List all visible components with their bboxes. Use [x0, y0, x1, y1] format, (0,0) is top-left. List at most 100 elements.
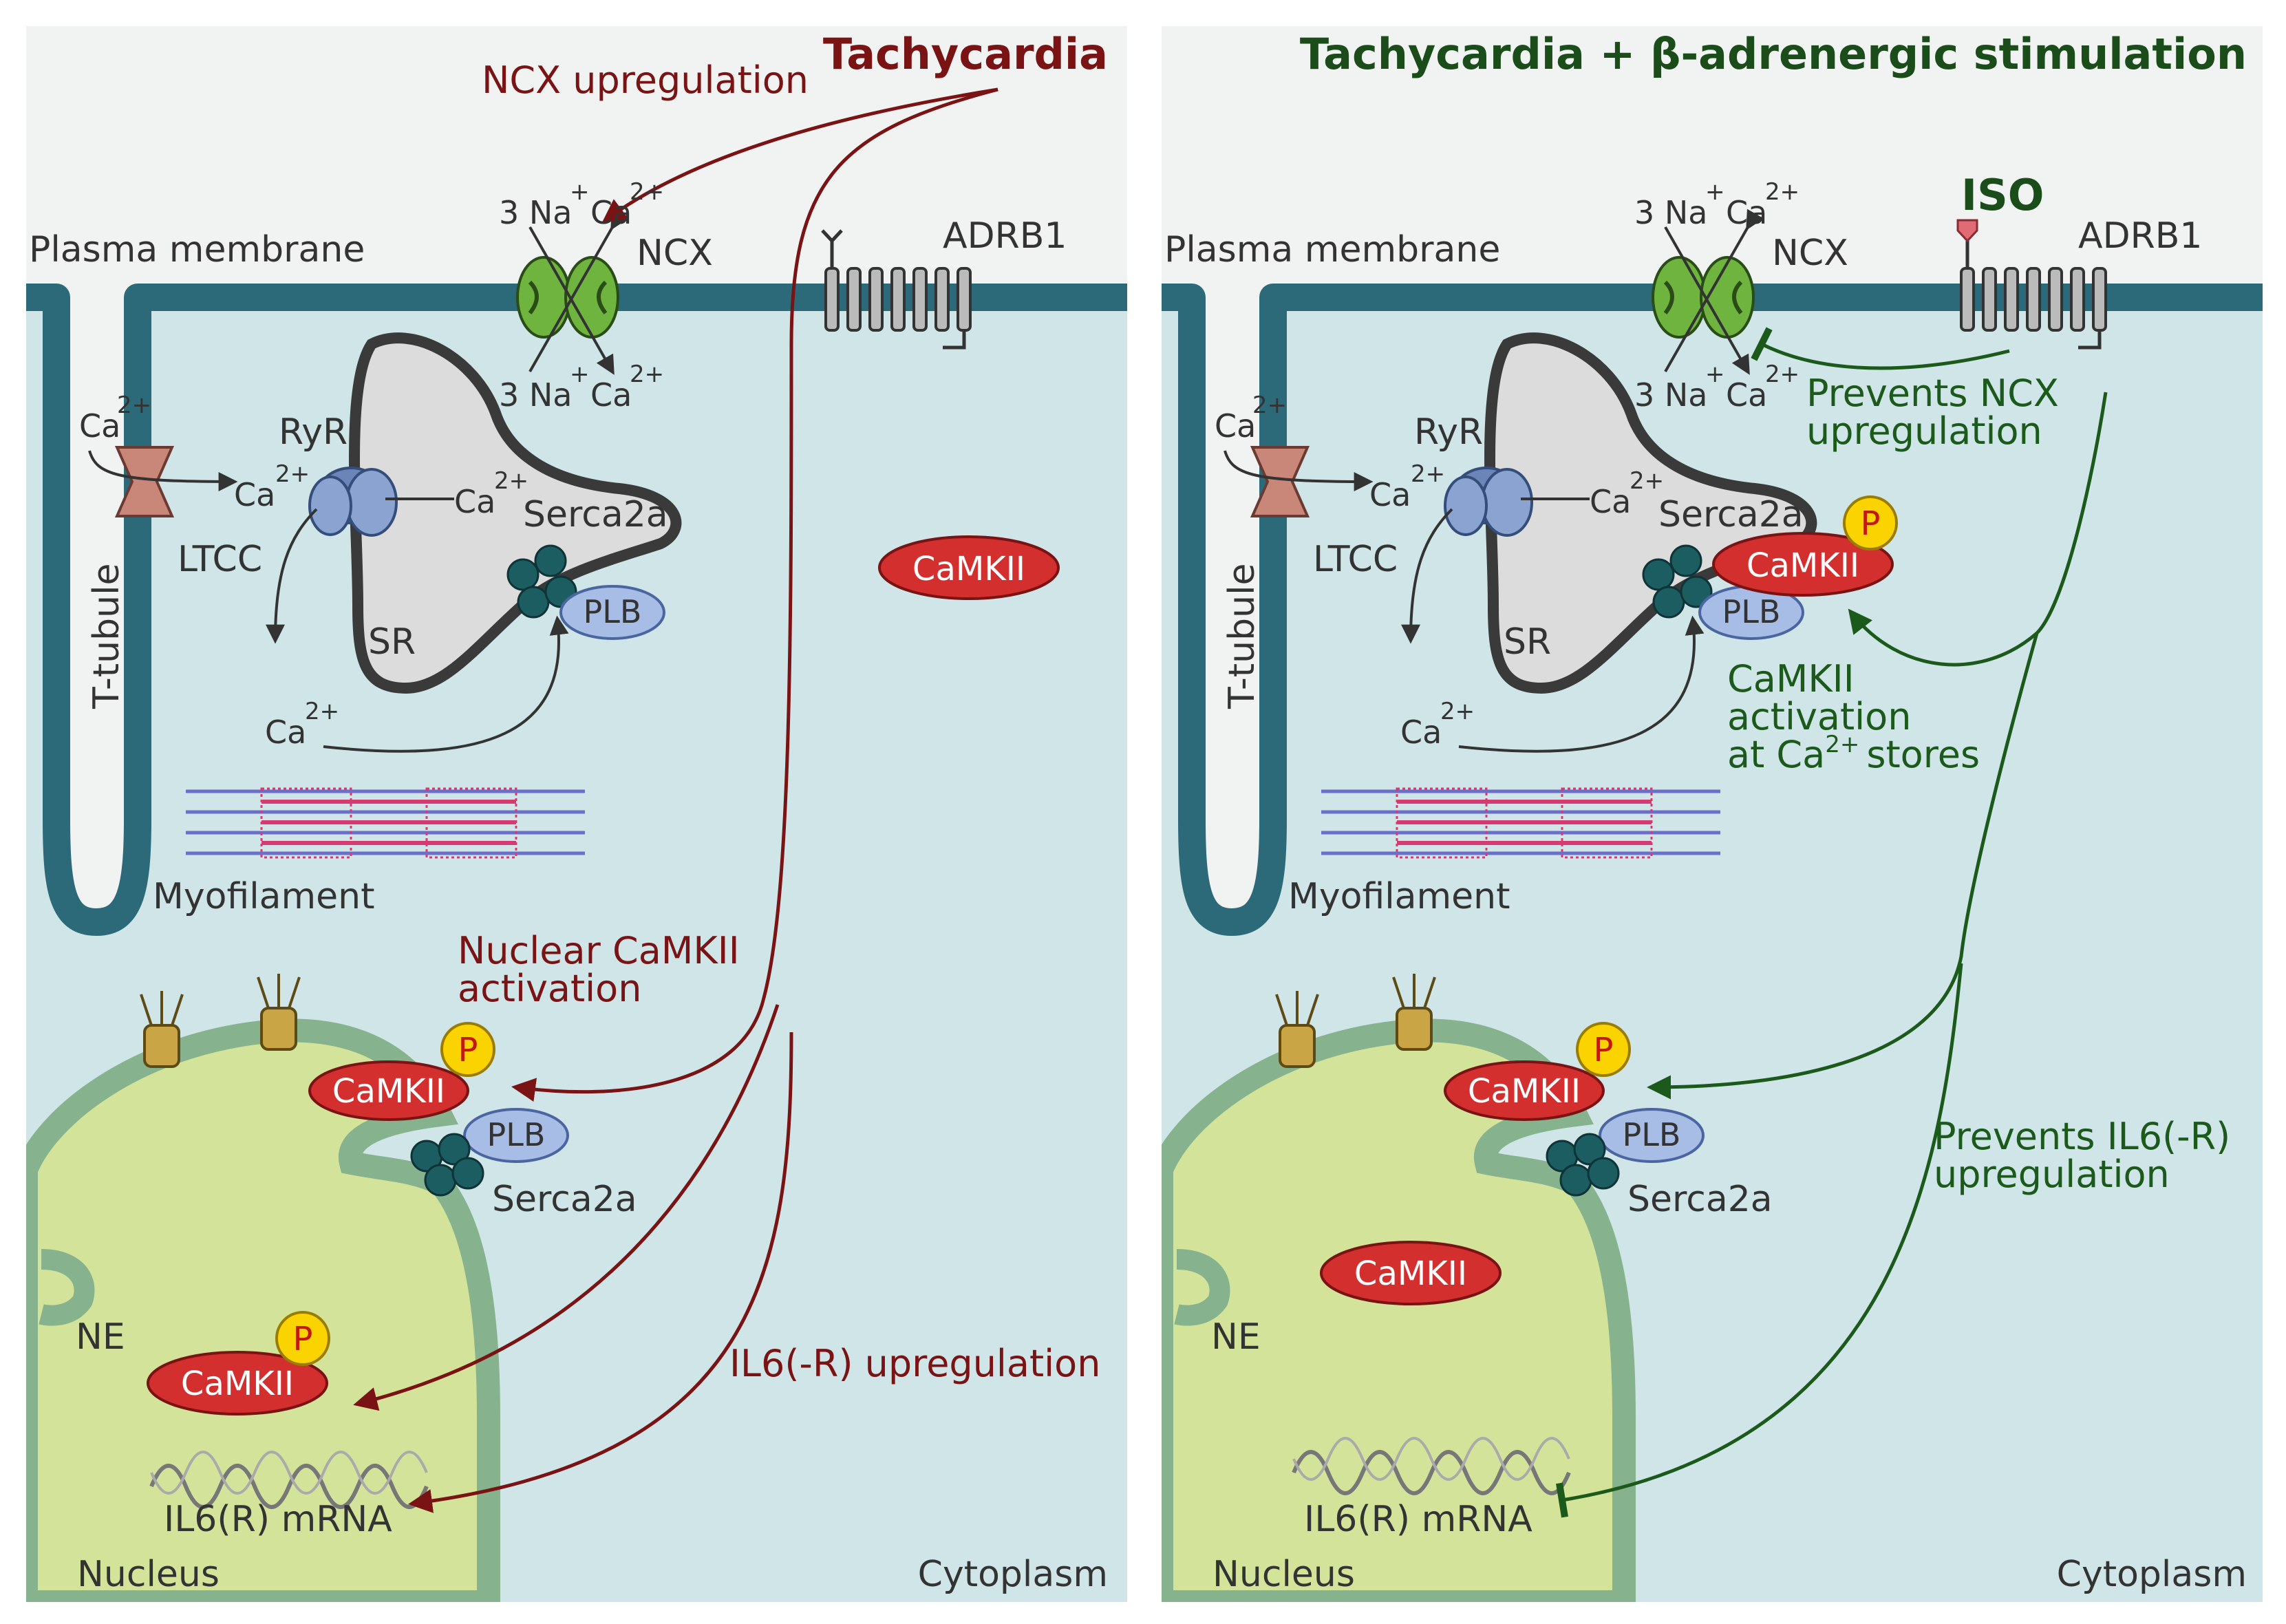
left-2plus-lower-label: 2+: [305, 698, 339, 725]
right-ca-influx-arrow: [1224, 450, 1374, 491]
right-prevents-il6-label-1: Prevents IL6(-R): [1934, 1115, 2230, 1158]
right-ltcc-icon: [1250, 446, 1310, 517]
left-plb-ne-label: PLB: [487, 1116, 546, 1153]
right-camkii-sr-label: CaMKII: [1746, 546, 1859, 585]
left-serca-ne-label: Serca2a: [492, 1179, 637, 1220]
right-sr: [1484, 332, 1817, 694]
left-ryr-release-arrow: [266, 508, 318, 644]
right-3na-bottom-label: 3 Na: [1634, 376, 1708, 414]
left-plus-top-label: +: [570, 178, 590, 206]
right-mrna-icon-2: [1292, 1437, 1570, 1481]
right-nuclear-pore-1-icon: [1275, 991, 1319, 1068]
right-camkii-sr-shape: [1712, 532, 1894, 597]
left-camkii-nuc-label: CaMKII: [181, 1365, 294, 1403]
right-myofilament-icon: [1321, 787, 1720, 859]
left-plb-label: PLB: [584, 593, 642, 630]
right-title: Tachycardia + β-adrenergic stimulation: [1300, 29, 2247, 79]
right-ryr-icon: [1444, 467, 1533, 537]
left-sr: [349, 332, 682, 694]
right-ca-ext-label: Ca: [1215, 407, 1256, 445]
left-ryr-label: RyR: [279, 412, 348, 453]
right-prevents-il6-arrow: [1556, 963, 1963, 1518]
right-2plus-bottom-label: 2+: [1765, 361, 1799, 388]
right-p-ne-label: P: [1594, 1031, 1614, 1069]
right-p-sr-label: P: [1861, 504, 1881, 543]
right-3na-top-label: 3 Na: [1634, 194, 1708, 231]
right-ca-lower-label: Ca: [1400, 714, 1442, 751]
left-ncx-label: NCX: [637, 233, 713, 274]
left-3na-bottom-label: 3 Na: [499, 376, 573, 414]
left-nuclear-activation-label-2: activation: [458, 967, 641, 1010]
left-ne-fold: [39, 1249, 95, 1326]
left-3na-top-label: 3 Na: [499, 194, 573, 231]
right-mrna-label: IL6(R) mRNA: [1304, 1499, 1532, 1540]
left-ncx-up-arrow: [601, 87, 998, 224]
left-il6-up-label: IL6(-R) upregulation: [729, 1342, 1100, 1385]
right-ne-activation-arrow: [1647, 632, 2039, 1100]
right-prevents-ncx-arrow: [1751, 327, 2010, 370]
left-phospho-nuc-shape: [275, 1311, 330, 1366]
left-myofilament-icon: [186, 787, 585, 859]
right-sr-activation-arrow: [1848, 392, 2108, 667]
right-plus-bottom-label: +: [1705, 361, 1725, 388]
left-nuclear-pore-1-icon: [140, 991, 184, 1068]
right-camkii-ne-shape: [1444, 1060, 1605, 1121]
right-ltcc-label: LTCC: [1313, 539, 1398, 580]
right-ncx-label: NCX: [1772, 233, 1848, 274]
right-t-tubule-label: T-tubule: [1221, 563, 1263, 709]
right-phospho-sr-shape: [1843, 495, 1898, 551]
right-plasma-membrane-label: Plasma membrane: [1164, 229, 1500, 270]
left-plus-bottom-label: +: [570, 361, 590, 388]
right-sr-label: SR: [1504, 621, 1551, 663]
left-2plus-sr-label: 2+: [494, 467, 528, 495]
left-camkii-ne-label: CaMKII: [332, 1072, 445, 1111]
right-ne-label: NE: [1211, 1316, 1261, 1358]
left-ca-influx-arrow: [88, 450, 238, 491]
left-camkii-nuc-shape: [147, 1351, 328, 1415]
right-serca-ne-icon: [1546, 1133, 1620, 1197]
left-nuclear-arrow: [353, 1004, 780, 1411]
right-phospho-ne-shape: [1576, 1022, 1631, 1077]
right-ne-fold: [1174, 1249, 1230, 1326]
right-plb-ne-shape: [1599, 1108, 1705, 1163]
right-camkii-nuc-shape: [1320, 1241, 1502, 1305]
left-plasma-membrane-label: Plasma membrane: [29, 229, 365, 270]
right-adrb1-label: ADRB1: [2078, 215, 2203, 257]
left-nuclear-pore-2-icon: [257, 974, 301, 1051]
right-prevents-ncx-label-1: Prevents NCX: [1806, 372, 2059, 415]
left-2plus-bottom-label: 2+: [630, 361, 664, 388]
left-myofilament-label: Myofilament: [153, 876, 375, 917]
left-t-tubule-label: T-tubule: [86, 563, 127, 709]
right-ca-sr-label: Ca: [1590, 483, 1631, 520]
left-serca-label: Serca2a: [523, 494, 668, 535]
left-ca-ext-label: Ca: [79, 407, 120, 445]
right-2plus-top-label: 2+: [1765, 178, 1799, 206]
left-mrna-icon-2: [150, 1451, 428, 1495]
right-prevents-ncx-label-2: upregulation: [1806, 409, 2042, 453]
left-2plus-cyto-label: 2+: [275, 460, 310, 488]
left-camkii-cyto-label: CaMKII: [912, 550, 1025, 588]
right-plus-top-label: +: [1705, 178, 1725, 206]
right-serca-ne-label: Serca2a: [1627, 1179, 1773, 1220]
left-main-trunk-arrow: [511, 87, 998, 1102]
left-ncx-up-label: NCX upregulation: [482, 58, 809, 102]
left-adrb1-icon: [821, 229, 972, 350]
right-panel: Tachycardia + β-adrenergic stimulation I…: [1162, 26, 2263, 1602]
right-2plus-sr-label: 2+: [1630, 467, 1664, 495]
left-p-ne-label: P: [458, 1031, 478, 1069]
left-ca-cyto-label: Ca: [234, 476, 275, 513]
right-ryr-release-arrow: [1401, 508, 1453, 644]
right-iso-ligand-icon: [1956, 219, 1978, 243]
left-camkii-ne-shape: [308, 1060, 469, 1121]
right-activation-label-2: activation: [1727, 695, 1911, 738]
left-ca-bottom-label: Ca: [590, 376, 632, 414]
right-serca-icon: [1642, 544, 1713, 619]
left-camkii-cyto-shape: [878, 535, 1060, 600]
right-ca-bottom-label: Ca: [1726, 376, 1767, 414]
left-mrna-label: IL6(R) mRNA: [164, 1499, 392, 1540]
left-2plus-ext-label: 2+: [117, 392, 151, 419]
left-plb-ne-shape: [463, 1108, 569, 1163]
right-nucleus-label: Nucleus: [1213, 1554, 1355, 1595]
right-2plus-ext-label: 2+: [1252, 392, 1287, 419]
left-mrna-icon: [149, 1464, 429, 1509]
